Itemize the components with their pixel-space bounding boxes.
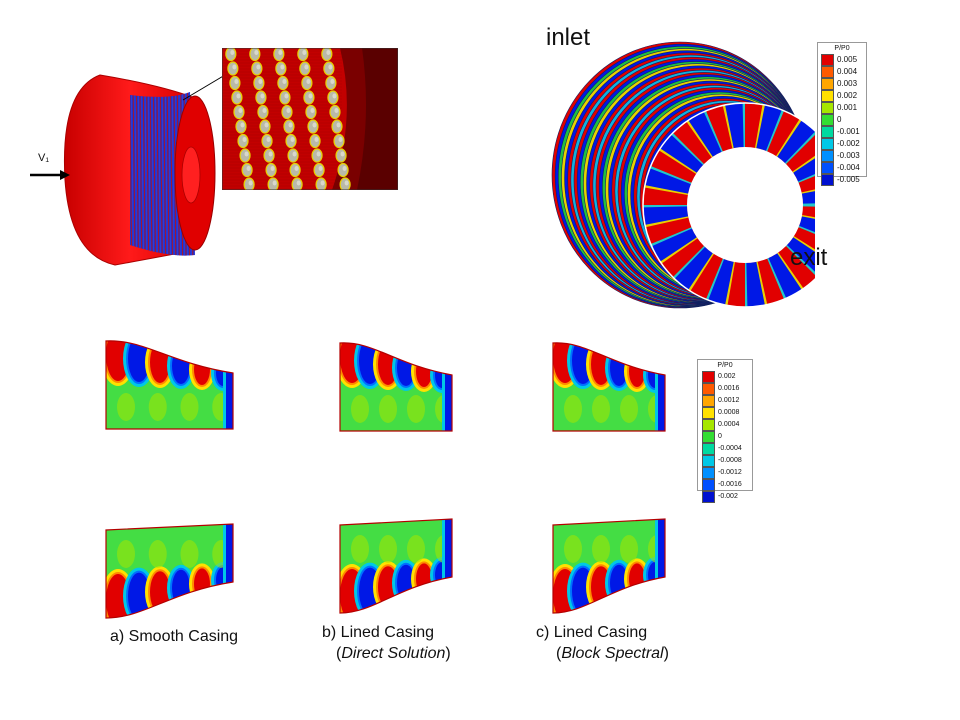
legend-top-swatch [821, 90, 834, 102]
legend-bottom-row: 0.0004 [702, 419, 752, 431]
legend-bottom-row: -0.0008 [702, 455, 752, 467]
exit-hub [181, 146, 201, 204]
legend-bottom-swatch [702, 395, 715, 407]
legend-bottom-row: 0.002 [702, 371, 752, 383]
legend-bottom-row: -0.002 [702, 491, 752, 503]
panel-b-bottom [340, 519, 452, 613]
legend-bottom-swatch [702, 467, 715, 479]
legend-top-value: 0 [837, 115, 842, 124]
legend-bottom-row: 0.0012 [702, 395, 752, 407]
legend-bottom-row: -0.0004 [702, 443, 752, 455]
legend-top-swatch [821, 114, 834, 126]
panel-c-top [553, 342, 665, 431]
legend-top-value: -0.003 [837, 151, 860, 160]
legend-bottom-value: -0.0008 [718, 457, 742, 464]
legend-top-row: -0.001 [821, 126, 866, 138]
caption-c-line2: (Block Spectral) [556, 645, 669, 662]
legend-bottom-value: 0.0016 [718, 385, 740, 392]
legend-bottom: P/P0 0.002 0.0016 0.0012 0.0008 0.0004 0 -0.00… [697, 359, 753, 503]
legend-bottom-value: -0.0012 [718, 469, 742, 476]
legend-bottom-value: 0.0004 [718, 421, 740, 428]
legend-bottom-swatch [702, 491, 715, 503]
legend-bottom-row: -0.0012 [702, 467, 752, 479]
exit-label: exit [790, 244, 828, 271]
legend-bottom-row: 0.0008 [702, 407, 752, 419]
legend-bottom-swatch [702, 407, 715, 419]
inlet-arrow-head [60, 170, 70, 180]
legend-top-swatch [821, 150, 834, 162]
legend-bottom-swatch [702, 479, 715, 491]
inlet-label: inlet [546, 24, 591, 51]
legend-top-swatch [821, 54, 834, 66]
annular-duct-figure [551, 41, 815, 309]
zoom-pointer [182, 74, 226, 101]
legend-top-value: -0.005 [837, 175, 860, 184]
panel-a-bottom [106, 524, 233, 618]
exit-hub-hole [687, 147, 803, 263]
legend-top-row: 0.001 [821, 102, 866, 114]
legend-top-row: 0.004 [821, 66, 866, 78]
legend-top-row: -0.005 [821, 174, 866, 186]
legend-bottom-row: -0.0016 [702, 479, 752, 491]
legend-bottom-row: 0 [702, 431, 752, 443]
caption-b-line1: b) Lined Casing [322, 624, 435, 641]
legend-top-swatch [821, 174, 834, 186]
legend-top-row: -0.004 [821, 162, 866, 174]
legend-bottom-swatch [702, 455, 715, 467]
caption-b-line2: (Direct Solution) [336, 645, 451, 662]
legend-bottom-title: P/P0 [717, 362, 733, 369]
legend-top-value: -0.004 [837, 163, 860, 172]
legend-top-value: 0.002 [837, 91, 858, 100]
legend-bottom-swatch [702, 419, 715, 431]
legend-top-row: 0 [821, 114, 866, 126]
legend-bottom-value: -0.0004 [718, 445, 742, 452]
duct-geometry-figure [30, 74, 226, 266]
legend-top-value: 0.001 [837, 103, 858, 112]
legend-top-value: -0.001 [837, 127, 860, 136]
legend-top-row: 0.003 [821, 78, 866, 90]
perforation-rows [225, 48, 351, 190]
legend-bottom-value: 0.002 [718, 373, 736, 380]
legend-top-row: 0.002 [821, 90, 866, 102]
panel-a-top [106, 340, 233, 429]
legend-top-row: -0.003 [821, 150, 866, 162]
legend-top-title: P/P0 [834, 45, 850, 52]
caption-a: a) Smooth Casing [110, 628, 239, 645]
legend-bottom-value: -0.002 [718, 493, 738, 500]
legend-top-value: 0.005 [837, 55, 858, 64]
liner-zoom-inset [222, 48, 398, 190]
legend-top-swatch [821, 138, 834, 150]
legend-top-swatch [821, 66, 834, 78]
legend-bottom-swatch [702, 371, 715, 383]
panel-c-bottom [553, 519, 665, 613]
legend-top-row: 0.005 [821, 54, 866, 66]
legend-top-row: -0.002 [821, 138, 866, 150]
legend-top-swatch [821, 126, 834, 138]
legend-top-value: -0.002 [837, 139, 860, 148]
legend-top-value: 0.004 [837, 67, 858, 76]
legend-bottom-swatch [702, 431, 715, 443]
caption-c-line1: c) Lined Casing [536, 624, 648, 641]
legend-top-swatch [821, 78, 834, 90]
legend-bottom-row: 0.0016 [702, 383, 752, 395]
legend-top-value: 0.003 [837, 79, 858, 88]
legend-top-swatch [821, 162, 834, 174]
legend-bottom-value: 0.0012 [718, 397, 740, 404]
legend-top: P/P0 0.005 0.004 0.003 0.002 0.001 0 -0.001 -0.… [817, 42, 867, 186]
exit-annulus [642, 102, 815, 308]
legend-bottom-value: 0 [718, 433, 722, 440]
legend-bottom-swatch [702, 383, 715, 395]
panel-b-top [340, 342, 452, 431]
contour-panels [105, 340, 666, 619]
legend-top-swatch [821, 102, 834, 114]
legend-bottom-value: 0.0008 [718, 409, 740, 416]
legend-bottom-value: -0.0016 [718, 481, 742, 488]
velocity-label: V₁ [38, 152, 50, 164]
legend-bottom-swatch [702, 443, 715, 455]
